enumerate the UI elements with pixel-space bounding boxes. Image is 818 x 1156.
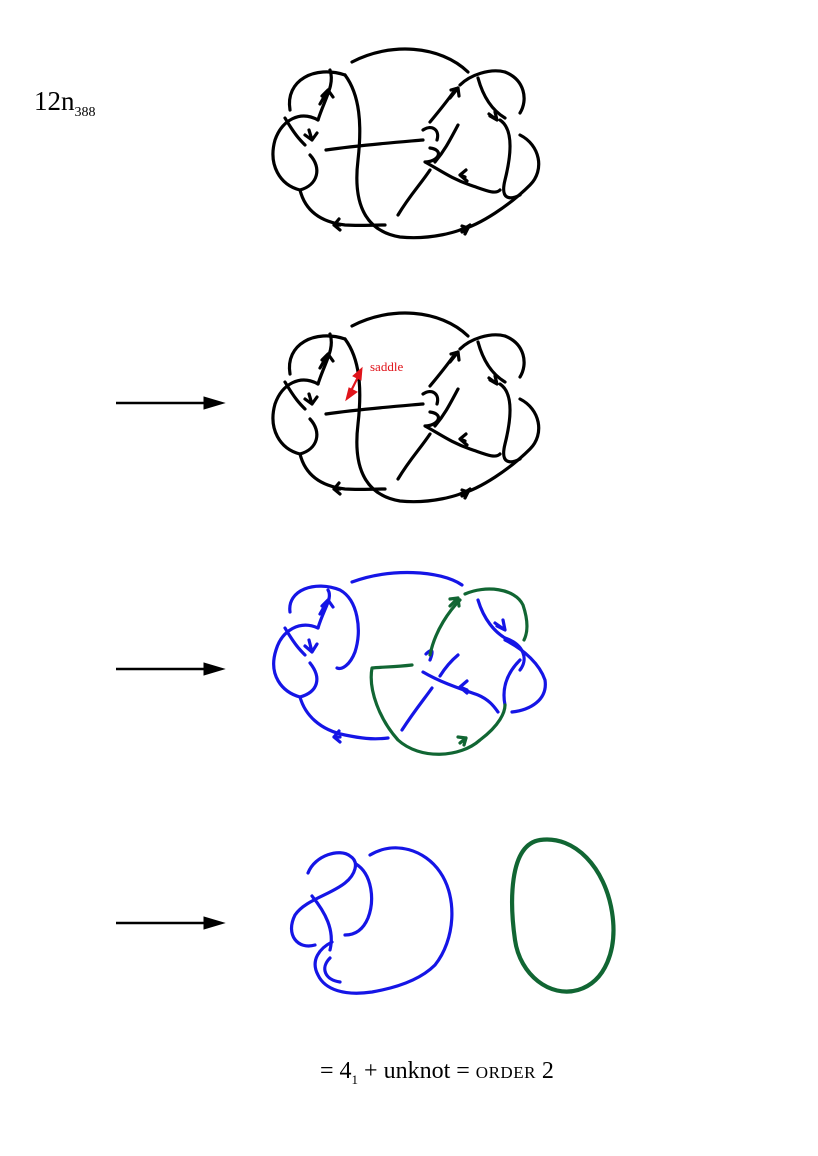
result-equation: = 41 + unknot = order 2	[320, 1058, 554, 1087]
arrow-to-panel-4	[116, 916, 226, 930]
saddle-arrow	[345, 366, 363, 402]
knot-diagram-original	[271, 47, 541, 240]
knot-diagram-saddle	[271, 311, 541, 504]
figure-eight-knot	[289, 846, 454, 995]
order-word: order	[475, 1058, 536, 1084]
unknot	[510, 837, 616, 994]
saddle-label: saddle	[370, 359, 404, 374]
link-diagram-two-components	[272, 570, 547, 756]
knot-name-label: 12n388	[34, 86, 96, 120]
arrow-to-panel-3	[116, 662, 226, 676]
arrow-to-panel-2	[116, 396, 226, 410]
